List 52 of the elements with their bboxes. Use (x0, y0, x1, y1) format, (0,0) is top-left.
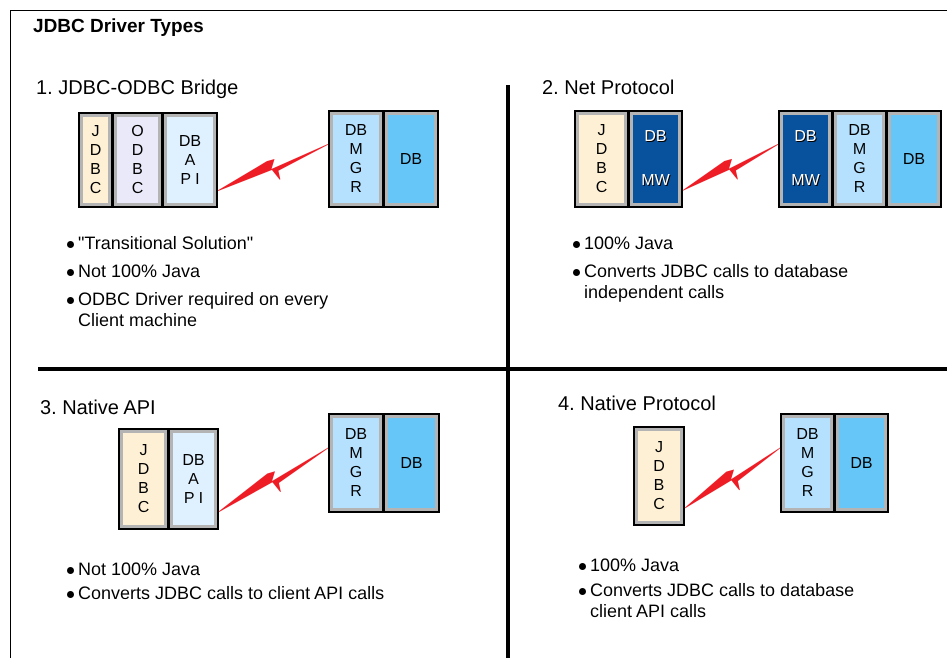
block-label: J D B C (653, 438, 665, 514)
bullet-text: Not 100% Java (78, 559, 202, 580)
lightning-connector (684, 448, 780, 508)
block-label: DB (902, 150, 926, 168)
block-label: DB M G R (848, 121, 871, 197)
manager-block (328, 413, 384, 513)
section-heading: 1. JDBC-ODBC Bridge (36, 78, 240, 99)
block-label: DB MW (641, 127, 670, 191)
block-label: J D B C (90, 122, 102, 198)
database-block (383, 413, 440, 513)
middleware-block (778, 110, 833, 208)
middleware-block (628, 110, 683, 208)
diagram-title: JDBC Driver Types (33, 16, 204, 37)
manager-block (832, 110, 887, 208)
bullet-text: ODBC Driver required on every Client machine (78, 289, 330, 331)
bullet-text: Converts JDBC calls to client API calls (78, 583, 386, 604)
manager-block (780, 413, 835, 513)
bullet-text: Not 100% Java (78, 261, 202, 282)
driver-block (112, 112, 163, 208)
driver-block (118, 428, 169, 530)
block-label: DB M G R (344, 121, 368, 197)
api-block (168, 428, 219, 530)
database-block (383, 110, 439, 208)
driver-block (633, 426, 685, 526)
block-label: DB MW (791, 127, 820, 191)
block-label: DB A P I (178, 132, 202, 188)
bullet-text: 100% Java (584, 233, 674, 254)
bullet-text: Converts JDBC calls to database client API calls (590, 580, 856, 622)
lightning-connector (682, 144, 778, 191)
block-label: DB (400, 454, 423, 472)
bullet-text: "Transitional Solution" (78, 233, 254, 254)
block-label: DB M G R (796, 425, 819, 501)
bullet-text: 100% Java (590, 555, 680, 576)
api-block (162, 112, 218, 208)
block-label: DB (400, 150, 422, 168)
database-block (834, 413, 889, 513)
block-label: DB M G R (344, 425, 368, 501)
lightning-connector (218, 448, 328, 512)
manager-block (328, 110, 384, 208)
block-label: DB A P I (182, 450, 205, 508)
database-block (886, 110, 942, 208)
section-heading: 4. Native Protocol (558, 394, 717, 415)
block-label: J D B C (596, 121, 608, 197)
lightning-connector (218, 144, 328, 192)
block-label: DB (850, 454, 873, 472)
section-heading: 3. Native API (40, 398, 157, 419)
driver-block (78, 112, 113, 208)
driver-block (574, 110, 629, 208)
section-heading: 2. Net Protocol (542, 78, 676, 99)
block-label: J D B C (138, 441, 150, 517)
block-label: O D B C (131, 122, 144, 198)
bullet-text: Converts JDBC calls to database independent calls (584, 261, 850, 303)
